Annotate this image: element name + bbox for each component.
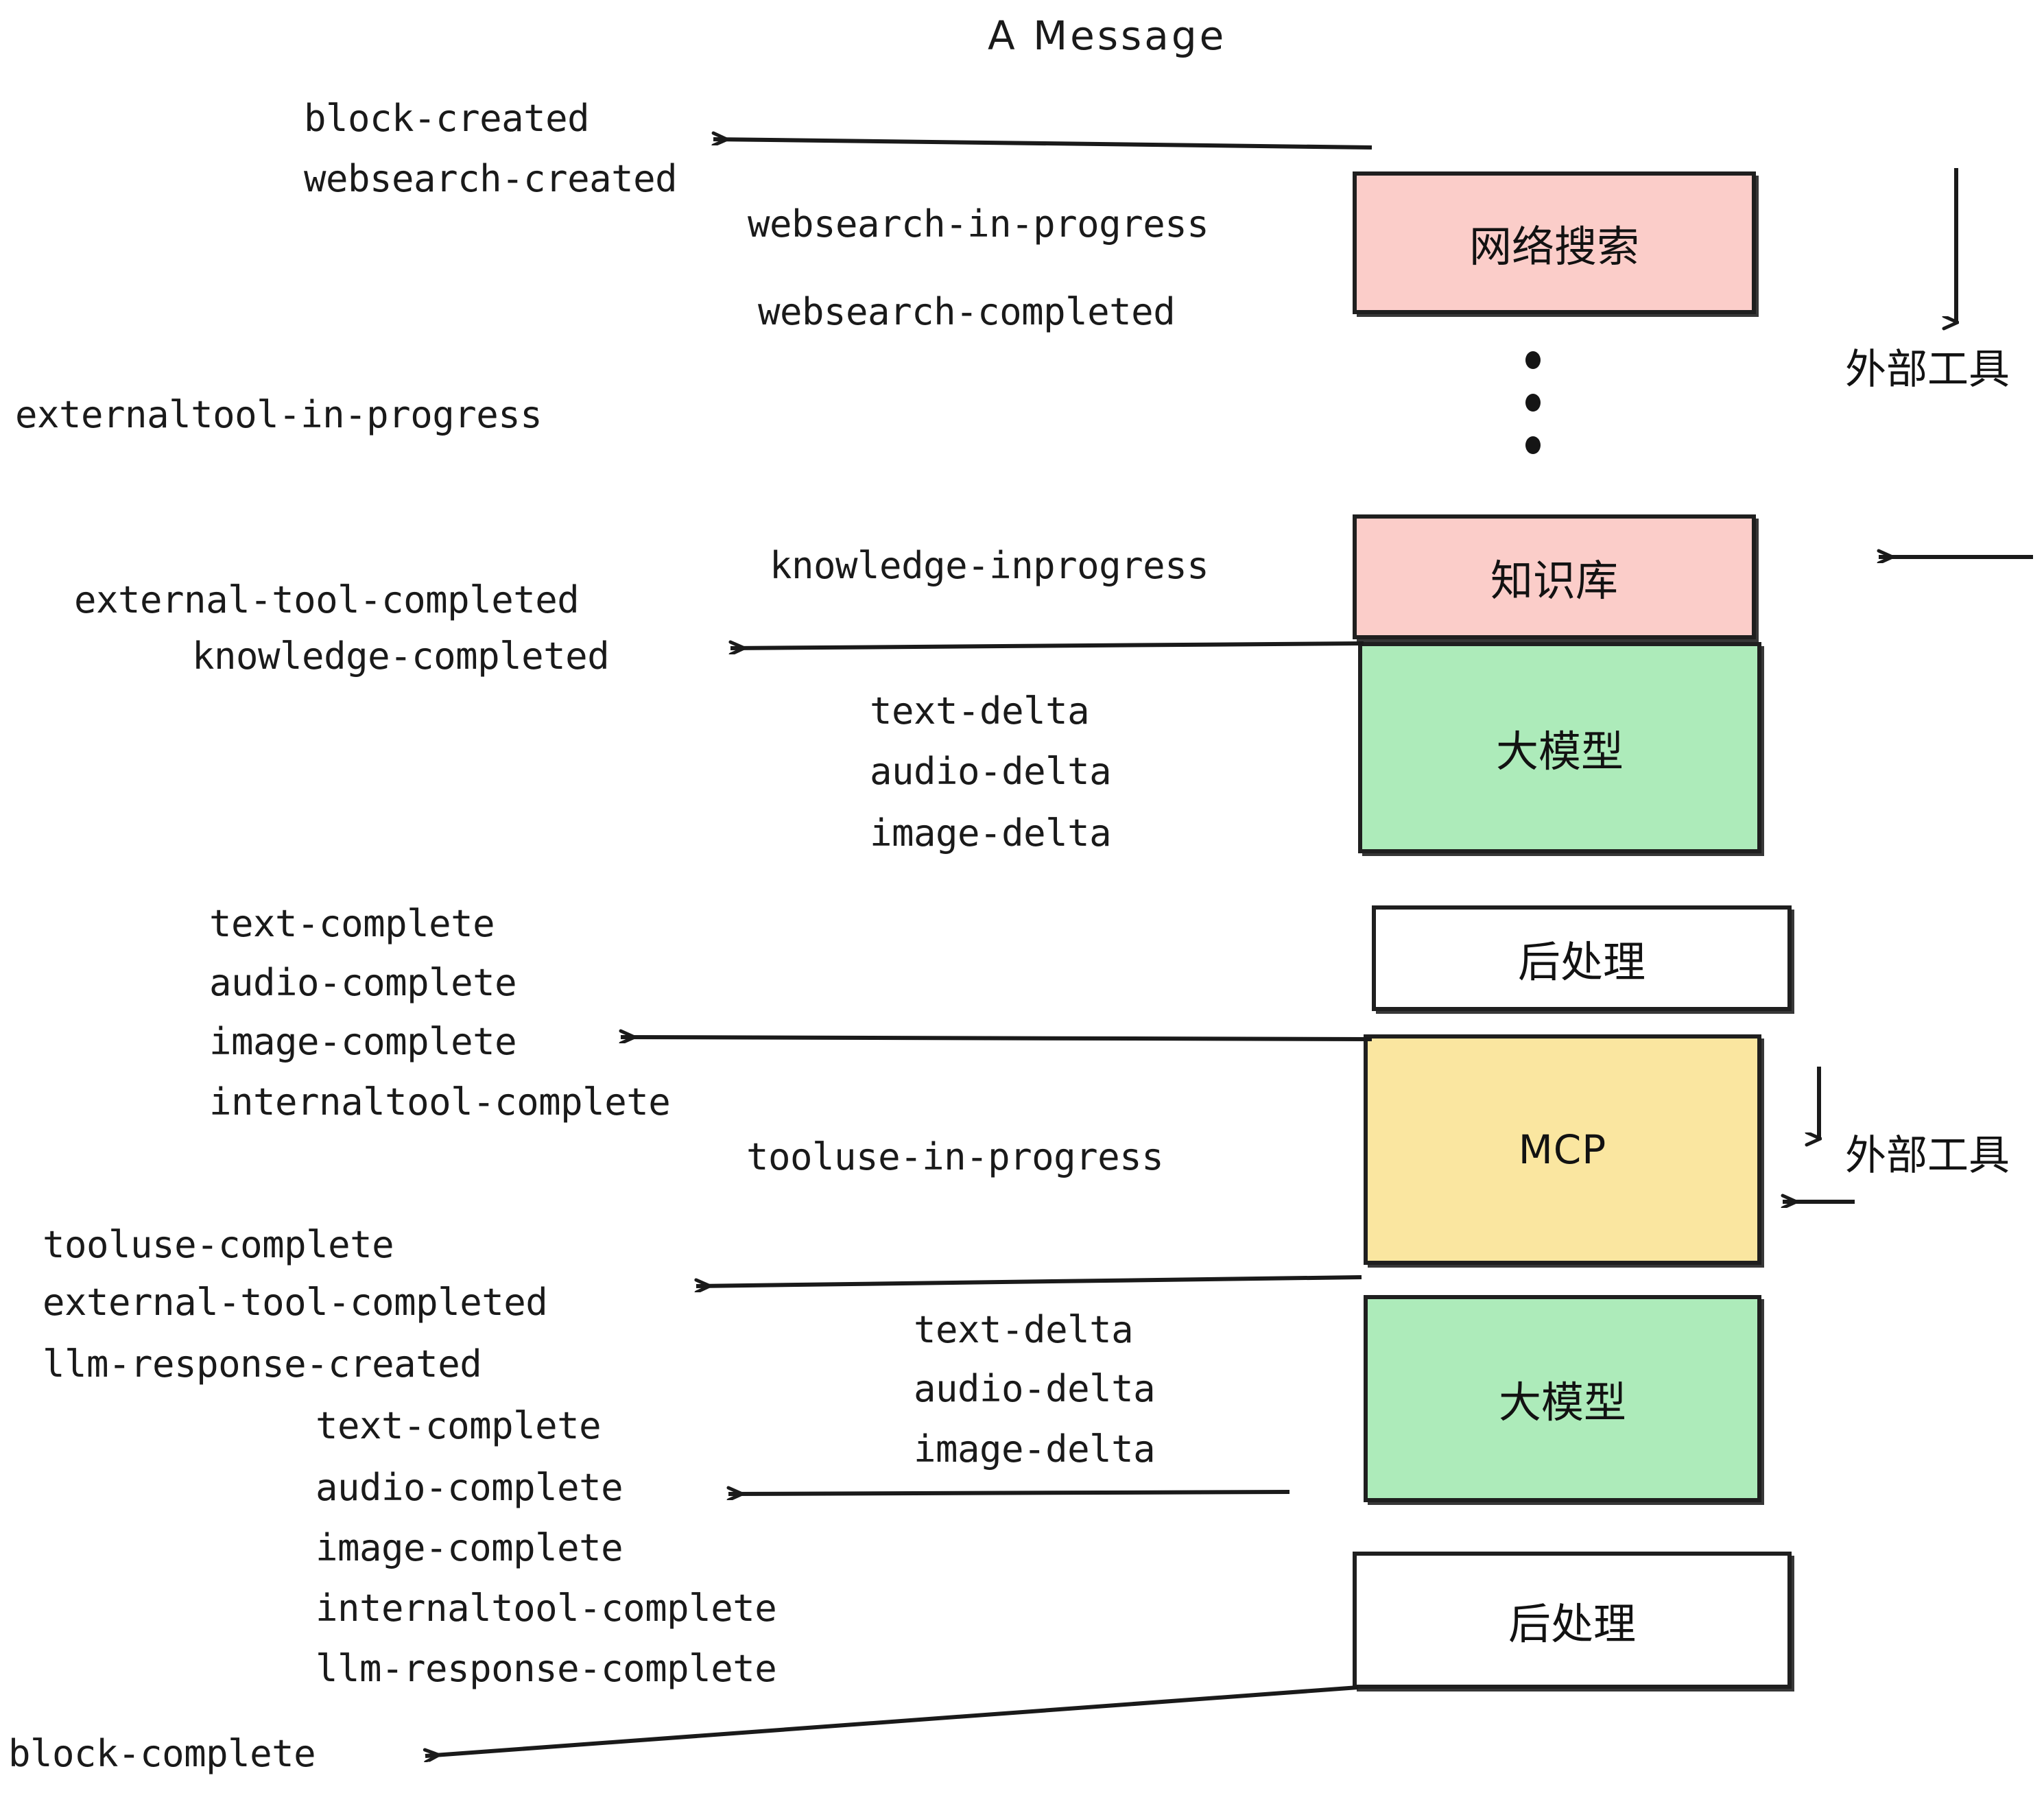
event-llm-response-created: llm-response-created (43, 1342, 482, 1386)
arrow-llm-to-knowledge-completed (730, 643, 1364, 648)
side-label-external-tool-bottom: 外部工具 (1845, 1132, 2010, 1180)
box-llm-1[interactable]: 大模型 (1358, 642, 1761, 853)
event-audio-complete-2: audio-complete (316, 1466, 623, 1509)
event-externaltool-in-progress: externaltool-in-progress (15, 393, 543, 436)
event-internaltool-complete-1: internaltool-complete (209, 1080, 671, 1124)
event-block-created: block-created (304, 97, 590, 140)
event-text-delta-1: text-delta (870, 689, 1090, 733)
event-websearch-created: websearch-created (304, 157, 678, 200)
event-knowledge-inprogress: knowledge-inprogress (770, 544, 1209, 587)
arrow-mcp-to-tooluse-complete (696, 1275, 1362, 1286)
box-postprocess-1-label: 后处理 (1517, 937, 1645, 987)
event-text-complete-1: text-complete (209, 902, 495, 945)
arrow-postprocess-to-block-complete (425, 1685, 1359, 1756)
event-internaltool-complete-2: internaltool-complete (316, 1587, 777, 1630)
box-websearch-label: 网络搜索 (1469, 222, 1639, 272)
event-websearch-completed: websearch-completed (758, 290, 1176, 333)
event-tooluse-complete: tooluse-complete (43, 1223, 394, 1266)
event-image-delta-1: image-delta (870, 811, 1112, 855)
arrow-to-image-complete (621, 1037, 1372, 1039)
box-websearch[interactable]: 网络搜索 (1353, 171, 1756, 314)
vertical-ellipsis (1524, 351, 1542, 454)
event-audio-delta-1: audio-delta (870, 750, 1112, 793)
box-postprocess-2[interactable]: 后处理 (1353, 1552, 1792, 1689)
event-websearch-in-progress: websearch-in-progress (748, 202, 1209, 246)
event-text-complete-2: text-complete (316, 1404, 602, 1447)
bracket-external-tool-bottom (1783, 1067, 1855, 1202)
box-llm-1-label: 大模型 (1495, 726, 1624, 776)
ellipsis-dot (1525, 351, 1541, 369)
box-mcp-label: MCP (1518, 1126, 1607, 1173)
box-knowledge-label: 知识库 (1490, 556, 1618, 606)
ellipsis-dot (1525, 394, 1541, 412)
event-text-delta-2: text-delta (914, 1308, 1134, 1351)
event-tooluse-in-progress: tooluse-in-progress (746, 1135, 1164, 1178)
arrow-llm2-to-audio-complete (728, 1492, 1290, 1494)
event-audio-delta-2: audio-delta (914, 1367, 1156, 1410)
box-llm-2-label: 大模型 (1498, 1377, 1626, 1427)
event-block-complete: block-complete (8, 1732, 316, 1775)
event-external-tool-completed-1: external-tool-completed (74, 578, 580, 621)
event-audio-complete-1: audio-complete (209, 961, 517, 1004)
event-image-complete-1: image-complete (209, 1020, 517, 1063)
diagram-title: A Message (988, 12, 1227, 59)
event-llm-response-complete: llm-response-complete (316, 1647, 777, 1690)
side-label-external-tool-top: 外部工具 (1845, 346, 2010, 394)
box-llm-2[interactable]: 大模型 (1364, 1295, 1761, 1502)
box-postprocess-2-label: 后处理 (1508, 1599, 1636, 1649)
box-postprocess-1[interactable]: 后处理 (1372, 905, 1792, 1011)
event-external-tool-completed-2: external-tool-completed (43, 1281, 548, 1324)
ellipsis-dot (1525, 436, 1541, 454)
box-knowledge[interactable]: 知识库 (1353, 514, 1756, 639)
box-mcp[interactable]: MCP (1364, 1034, 1761, 1265)
event-image-complete-2: image-complete (316, 1526, 623, 1569)
event-image-delta-2: image-delta (914, 1427, 1156, 1471)
arrow-websearch-to-block-created (713, 139, 1372, 150)
event-knowledge-completed: knowledge-completed (192, 634, 610, 678)
